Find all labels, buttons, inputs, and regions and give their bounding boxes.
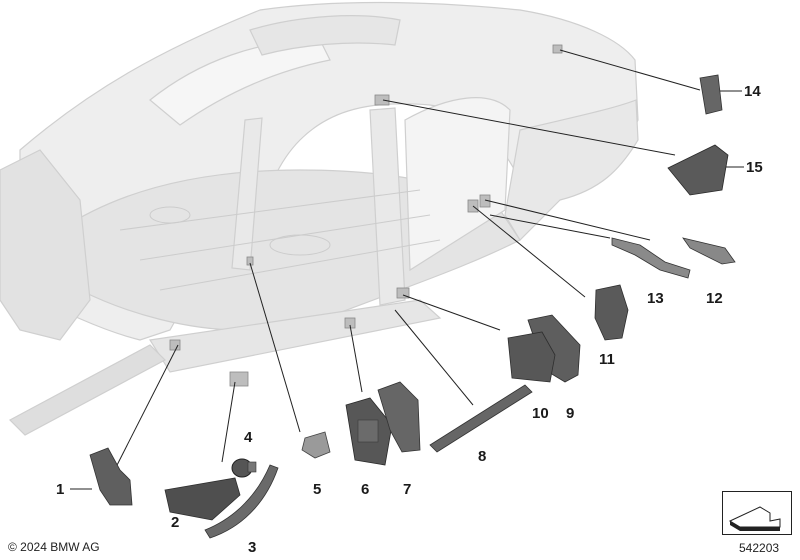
part-7-foam xyxy=(377,381,421,453)
part-5-clip xyxy=(301,431,331,459)
callout-1: 1 xyxy=(56,481,64,498)
callout-4: 4 xyxy=(244,429,253,446)
callout-15: 15 xyxy=(746,159,763,176)
part-2-foam-block xyxy=(164,477,241,521)
callout-8: 8 xyxy=(478,448,486,465)
part-1-bracket xyxy=(89,447,133,506)
part-13-strip xyxy=(611,237,691,279)
part-8-sill-strip xyxy=(429,384,533,453)
callout-3: 3 xyxy=(248,539,256,556)
diagram-id: 542203 xyxy=(739,541,780,555)
part-10-block xyxy=(507,331,556,383)
callout-9: 9 xyxy=(566,405,574,422)
leader-lines xyxy=(70,49,744,490)
callout-10: 10 xyxy=(532,405,549,422)
callout-5: 5 xyxy=(313,481,321,498)
part-3-strip xyxy=(204,464,279,539)
callout-13: 13 xyxy=(647,290,664,307)
car-body-shell xyxy=(0,1,639,436)
part-11-foam xyxy=(594,284,629,341)
callout-7: 7 xyxy=(403,481,411,498)
part-4-plug xyxy=(231,458,257,478)
part-15-bracket xyxy=(667,144,729,196)
copyright-text: © 2024 BMW AG xyxy=(8,540,100,554)
callout-2: 2 xyxy=(171,514,179,531)
reference-arrow-icon xyxy=(722,491,792,535)
callout-11: 11 xyxy=(599,351,615,368)
part-14-clip xyxy=(699,74,723,115)
callout-12: 12 xyxy=(706,290,723,307)
callout-numbers: 1 2 3 4 5 6 7 8 9 10 11 12 13 14 15 xyxy=(56,83,763,556)
part-12-bracket xyxy=(682,237,736,265)
floor-details xyxy=(119,189,441,291)
part-6-insulation xyxy=(345,397,393,466)
callout-14: 14 xyxy=(744,83,761,100)
callout-6: 6 xyxy=(361,481,369,498)
